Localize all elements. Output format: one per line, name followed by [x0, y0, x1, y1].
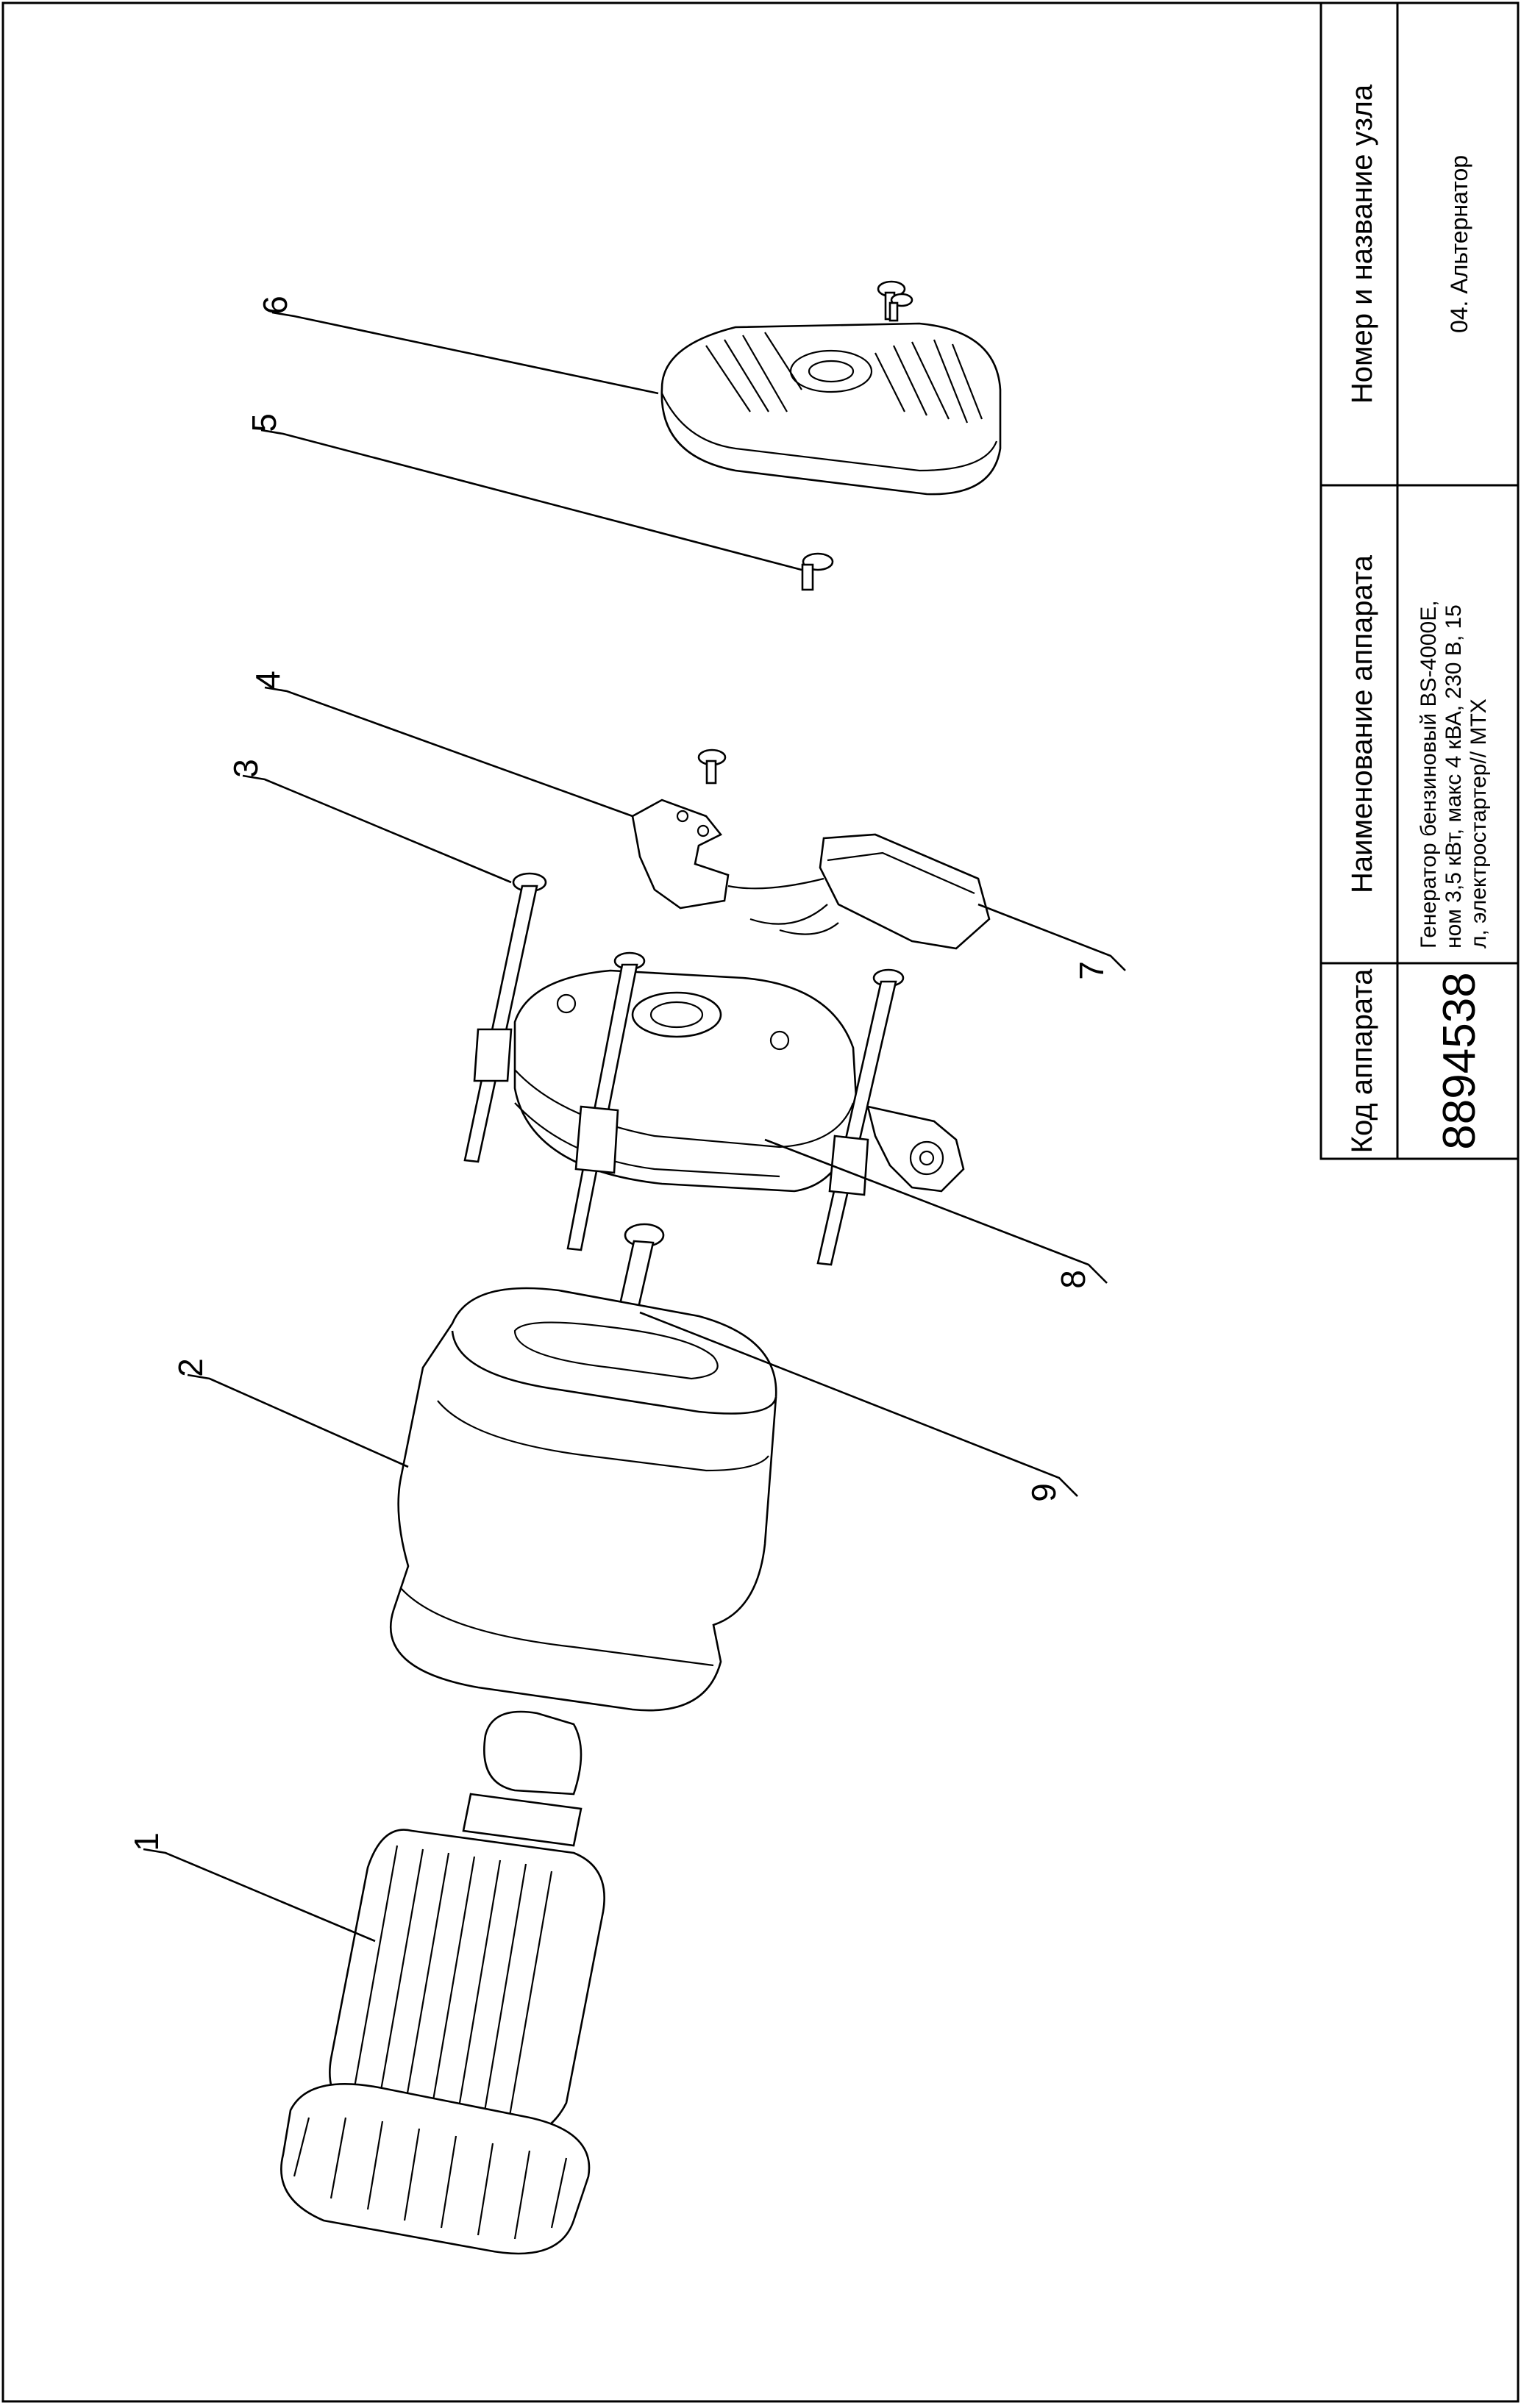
- part-6-end-cover: [660, 322, 1002, 496]
- callout-9: 9: [1025, 1483, 1063, 1502]
- title-value-device-name-line-2: ном 3,5 кВт, макс 4 кВА, 230 В, 15: [1442, 604, 1466, 948]
- brush-holder-screw: [697, 749, 727, 785]
- title-value-device-name-line-3: л, электростартер// МТХ: [1467, 699, 1491, 948]
- part-1-rotor: [280, 1710, 605, 2255]
- leader-lines: [143, 311, 1126, 1943]
- callout-2: 2: [171, 1358, 210, 1377]
- callout-8: 8: [1054, 1270, 1092, 1289]
- callout-5: 5: [245, 413, 283, 432]
- title-value-part-code: 8894538: [1434, 972, 1485, 1149]
- callout-1: 1: [127, 1832, 165, 1851]
- part-2-stator: [389, 1287, 777, 1712]
- callout-6: 6: [256, 296, 294, 315]
- part-3-long-bolts: [463, 872, 905, 1266]
- title-header-device-name: Наименование аппарата: [1346, 554, 1378, 893]
- part-8-rear-housing: [513, 969, 858, 1193]
- title-header-part-code: Код аппарата: [1346, 968, 1378, 1153]
- housing-bolt-lugs: [473, 1028, 869, 1196]
- housing-clamp-arm: [866, 1105, 965, 1193]
- callout-7: 7: [1072, 961, 1111, 980]
- callout-labels: 1 2 3 4 5 6 7 8 9: [127, 296, 1111, 1851]
- title-header-unit-name: Номер и название узла: [1346, 84, 1378, 404]
- part-5-screw: [801, 552, 834, 591]
- screw-cover-top: [877, 280, 913, 322]
- part-4-brush-holder: [631, 799, 730, 910]
- callout-3: 3: [227, 759, 265, 778]
- title-block: Код аппарата 8894538 Наименование аппара…: [1319, 1, 1520, 1160]
- callout-4: 4: [249, 671, 287, 690]
- part-7-voltage-regulator: [727, 833, 991, 950]
- title-value-unit-name: 04. Альтернатор: [1446, 155, 1472, 333]
- title-value-device-name-line-1: Генератор бензиновый BS-4000E,: [1417, 600, 1441, 948]
